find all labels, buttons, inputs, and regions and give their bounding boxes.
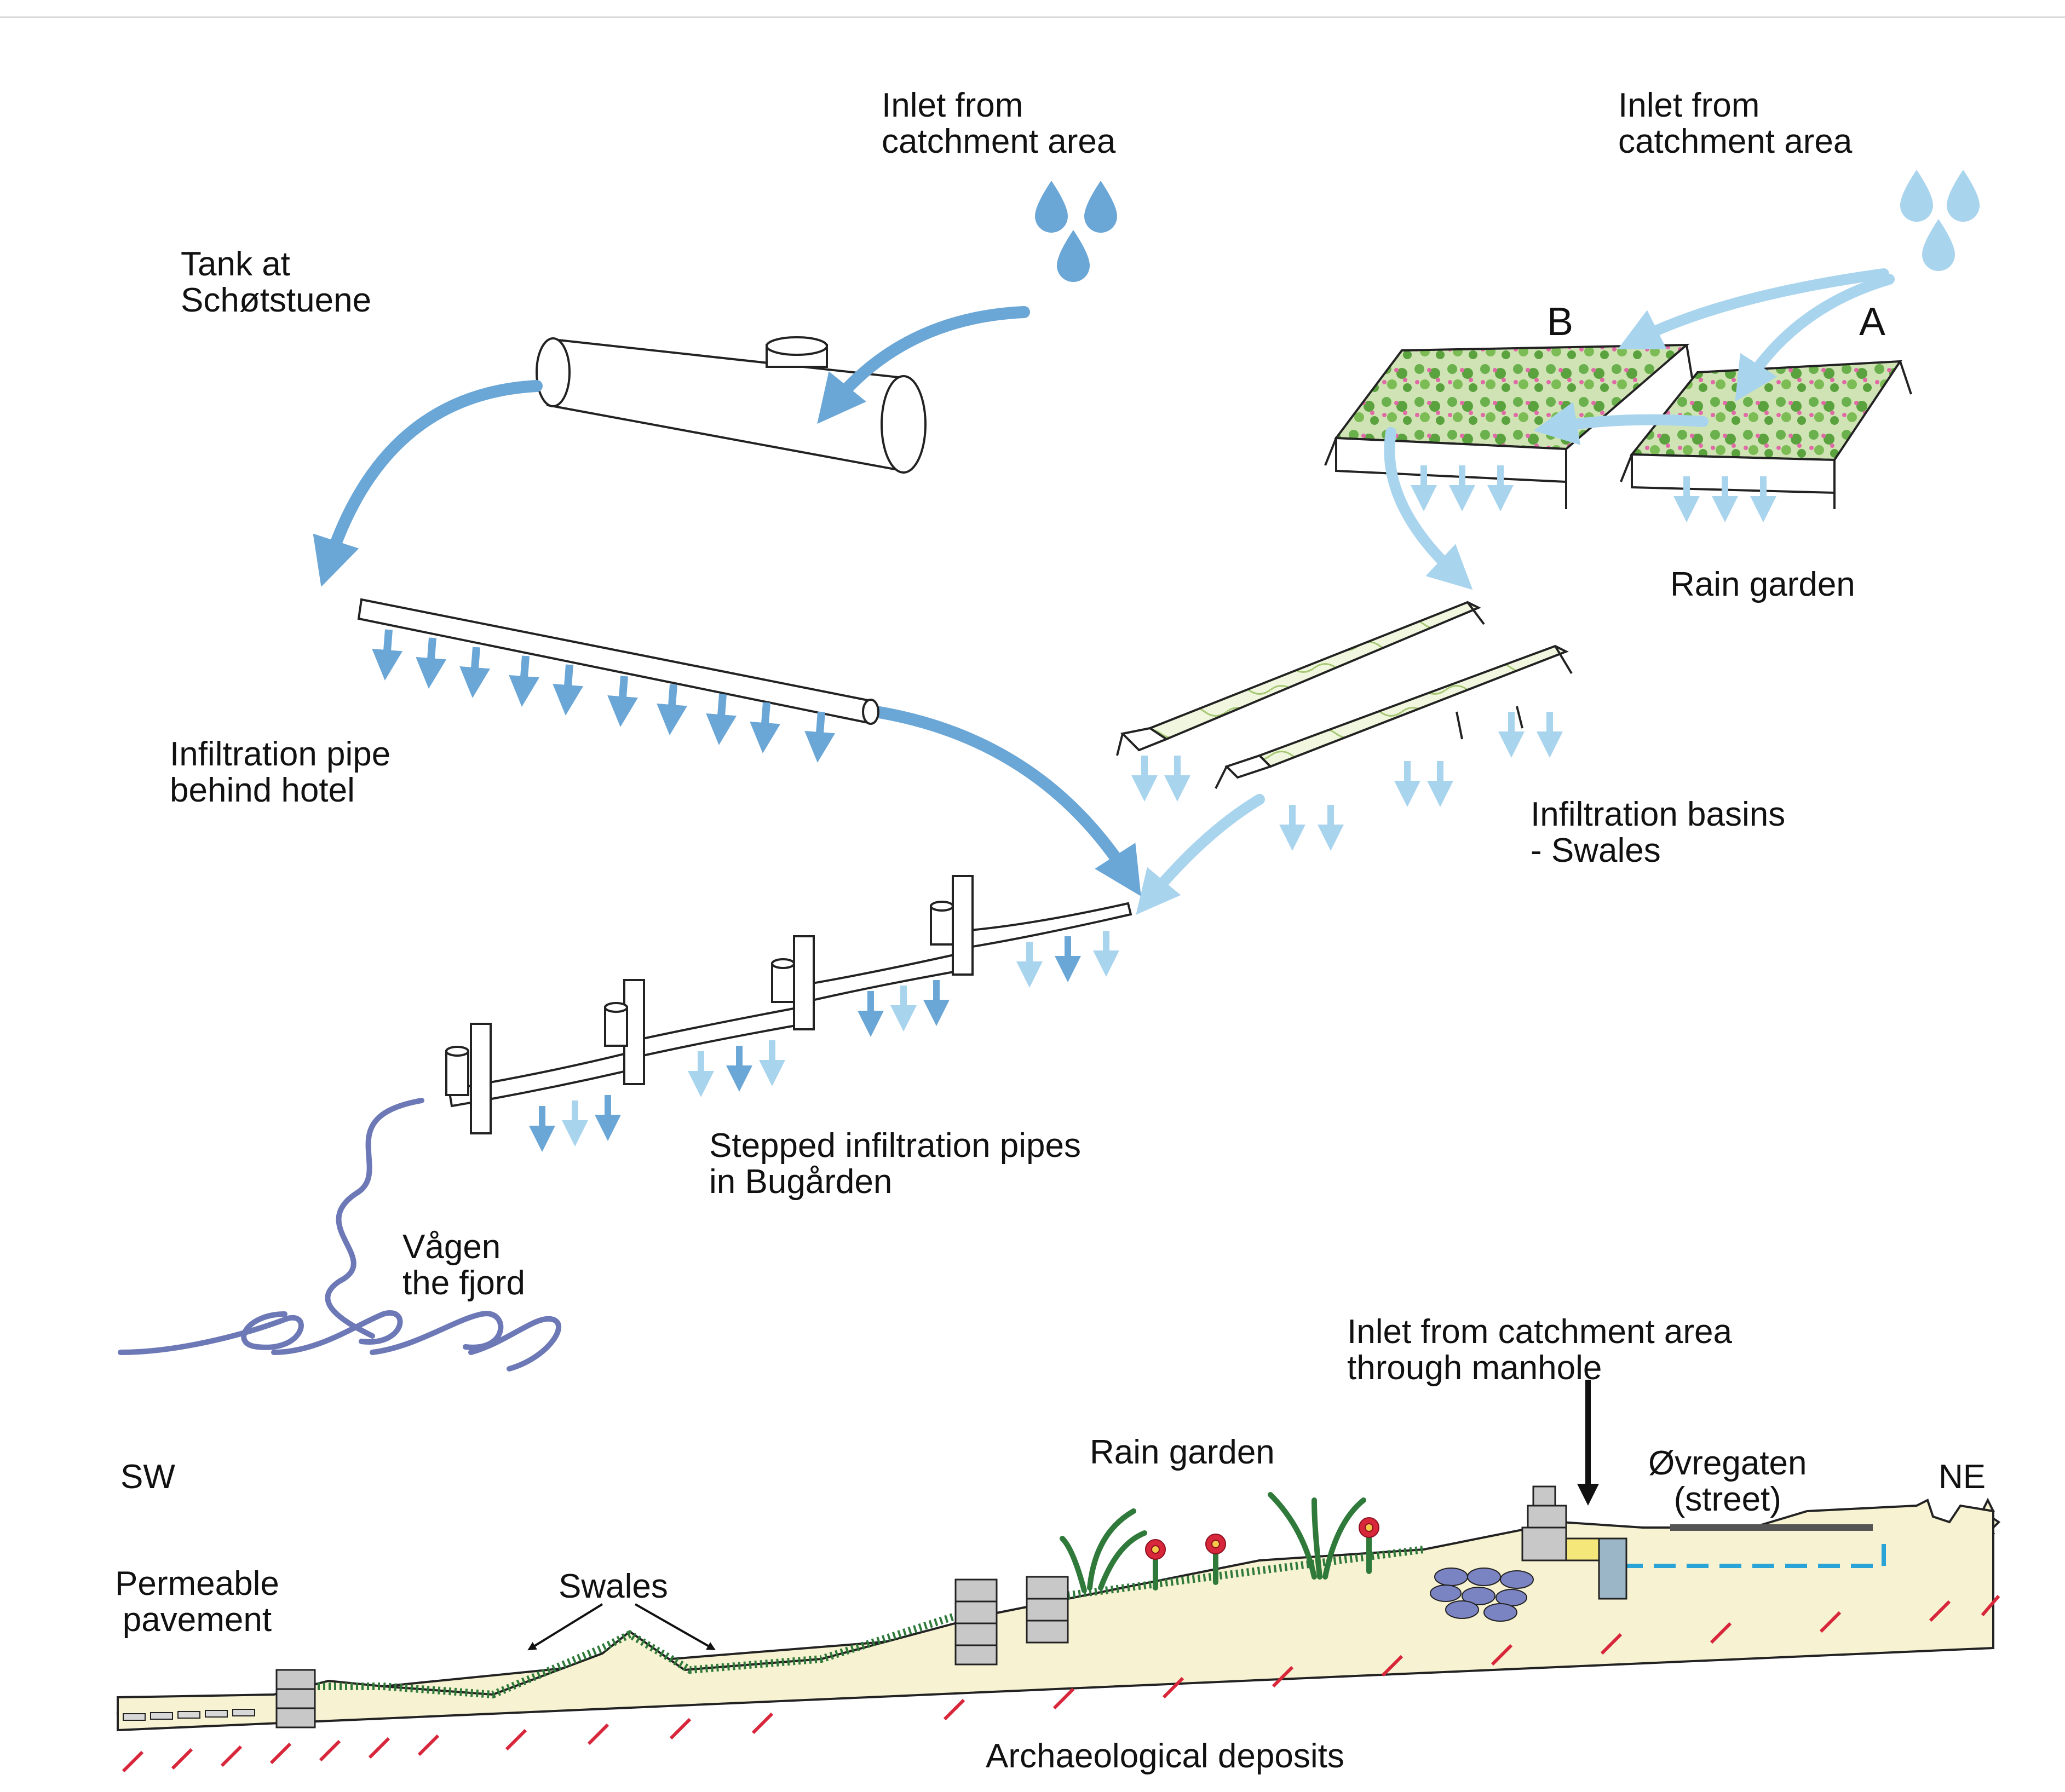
stone-block [1532,1485,1556,1507]
water-drop-icon [1057,230,1090,282]
water-drop-icon [1084,181,1117,233]
grass-line [318,1546,1424,1699]
infiltration-pipe [357,598,879,725]
inlet-label-right: Inlet from catchment area [1618,87,1853,160]
infiltration-arrow-icon [607,676,639,727]
infiltration-arrow-icon [459,647,491,698]
infiltration-pipe-label: Infiltration pipe behind hotel [170,735,391,809]
water-drop-icon [1947,170,1980,222]
vagen-label: Vågen the fjord [402,1228,526,1302]
flow-arrow-icon [1735,274,1895,402]
manhole [1598,1537,1627,1600]
infiltration-arrow-icon [750,702,781,753]
infiltration-arrow-icon [804,711,836,763]
water-drop-icon [1035,181,1068,233]
flow-arrow-icon [817,306,1030,424]
infiltration-basins-label: Infiltration basins - Swales [1531,796,1786,869]
archaeological-label: Archaeological deposits [986,1737,1344,1775]
pipe-infiltration-arrows [372,629,836,763]
stepped-pipes [445,875,1132,1134]
rain-garden-section-label: Rain garden [1090,1433,1275,1471]
tank [536,336,927,474]
inlet-manhole-label: Inlet from catchment area through manhol… [1347,1313,1732,1387]
plants [1060,1492,1372,1593]
permeable-pavement-label: Permeable pavement [115,1565,279,1639]
flowers [1145,1517,1379,1560]
flow-arrow-icon [1618,268,1889,349]
sw-label: SW [120,1458,175,1496]
infiltration-arrow-icon [416,637,447,689]
rain-garden-a [1620,360,1912,509]
infiltration-arrow-icon [509,655,540,707]
drain-pipe [1621,1544,1886,1568]
flow-arrow-icon [1533,401,1709,445]
fjord [118,1098,562,1372]
infiltration-arrow-icon [553,664,584,716]
stone-walls [275,1576,1069,1728]
flow-arrows-light [1136,268,1895,915]
swale-basins [1116,601,1573,789]
top-divider [0,16,2065,18]
yellow-block [1565,1537,1600,1561]
flow-arrows-dark [313,306,1141,897]
pebbles [1430,1568,1534,1622]
rain-garden-infiltration-arrows [1411,465,1776,522]
pavement-tiles [123,1709,255,1721]
rain-garden-b-label: B [1547,300,1574,344]
flow-arrow-icon [1136,794,1265,915]
infiltration-arrow-icon [706,694,737,745]
deposit-hatching [122,1595,2000,1773]
stepped-pipes-label: Stepped infiltration pipes in Bugården [709,1127,1082,1201]
water-drop-icon [1900,170,1933,222]
swales-label: Swales [559,1568,668,1605]
stepped-pipe-arrows [529,931,1119,1152]
infiltration-arrow-icon [657,684,688,735]
flow-arrow-icon [1384,427,1473,590]
stone-block [1521,1526,1567,1561]
section-pointers [527,1603,716,1651]
infiltration-arrow-icon [372,629,403,681]
cross-section [116,1380,2001,1773]
inlet-label-left: Inlet from catchment area [882,87,1116,160]
water-drop-icon [1922,219,1955,271]
tank-label: Tank at Schøtstuene [181,245,372,319]
ovregaten-label: Øvregaten (street) [1648,1444,1807,1518]
stone-block [1527,1505,1567,1529]
ne-label: NE [1939,1458,1986,1496]
rain-garden-a-label: A [1859,300,1886,344]
swale-infiltration-arrows [1131,712,1563,851]
water-drops-left [1035,181,1117,282]
rain-garden-top-label: Rain garden [1670,566,1855,603]
flow-arrow-icon [870,706,1141,897]
water-drops-right [1900,170,1980,271]
flow-arrow-icon [313,380,543,587]
